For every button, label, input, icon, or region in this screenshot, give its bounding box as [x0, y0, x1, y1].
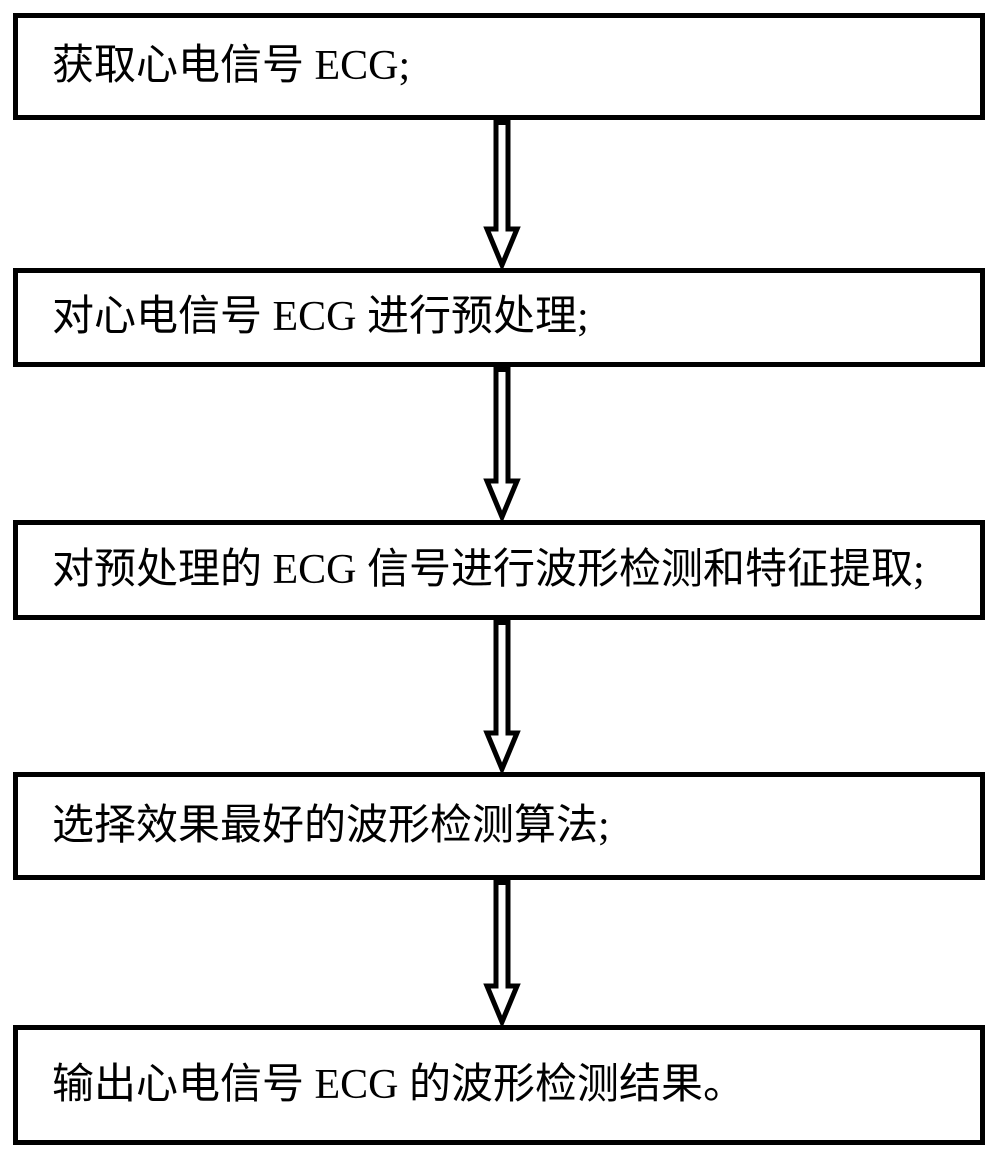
flow-step-label: 对心电信号 ECG 进行预处理; — [52, 294, 589, 341]
flow-step-label: 对预处理的 ECG 信号进行波形检测和特征提取; — [52, 546, 925, 593]
flow-step-wave-detection-feature-extraction: 对预处理的 ECG 信号进行波形检测和特征提取; — [13, 520, 985, 620]
down-arrow-icon — [483, 367, 521, 520]
flow-step-output-results: 输出心电信号 ECG 的波形检测结果。 — [13, 1025, 985, 1145]
down-arrow-icon — [483, 620, 521, 772]
down-arrow-icon — [483, 880, 521, 1025]
flow-step-label: 输出心电信号 ECG 的波形检测结果。 — [52, 1061, 746, 1108]
flow-step-label: 选择效果最好的波形检测算法; — [52, 802, 610, 849]
flow-step-select-best-algorithm: 选择效果最好的波形检测算法; — [13, 772, 985, 880]
flow-step-acquire-ecg: 获取心电信号 ECG; — [13, 13, 985, 120]
down-arrow-icon — [483, 120, 521, 268]
flow-step-preprocess: 对心电信号 ECG 进行预处理; — [13, 268, 985, 367]
flow-step-label: 获取心电信号 ECG; — [52, 43, 411, 90]
